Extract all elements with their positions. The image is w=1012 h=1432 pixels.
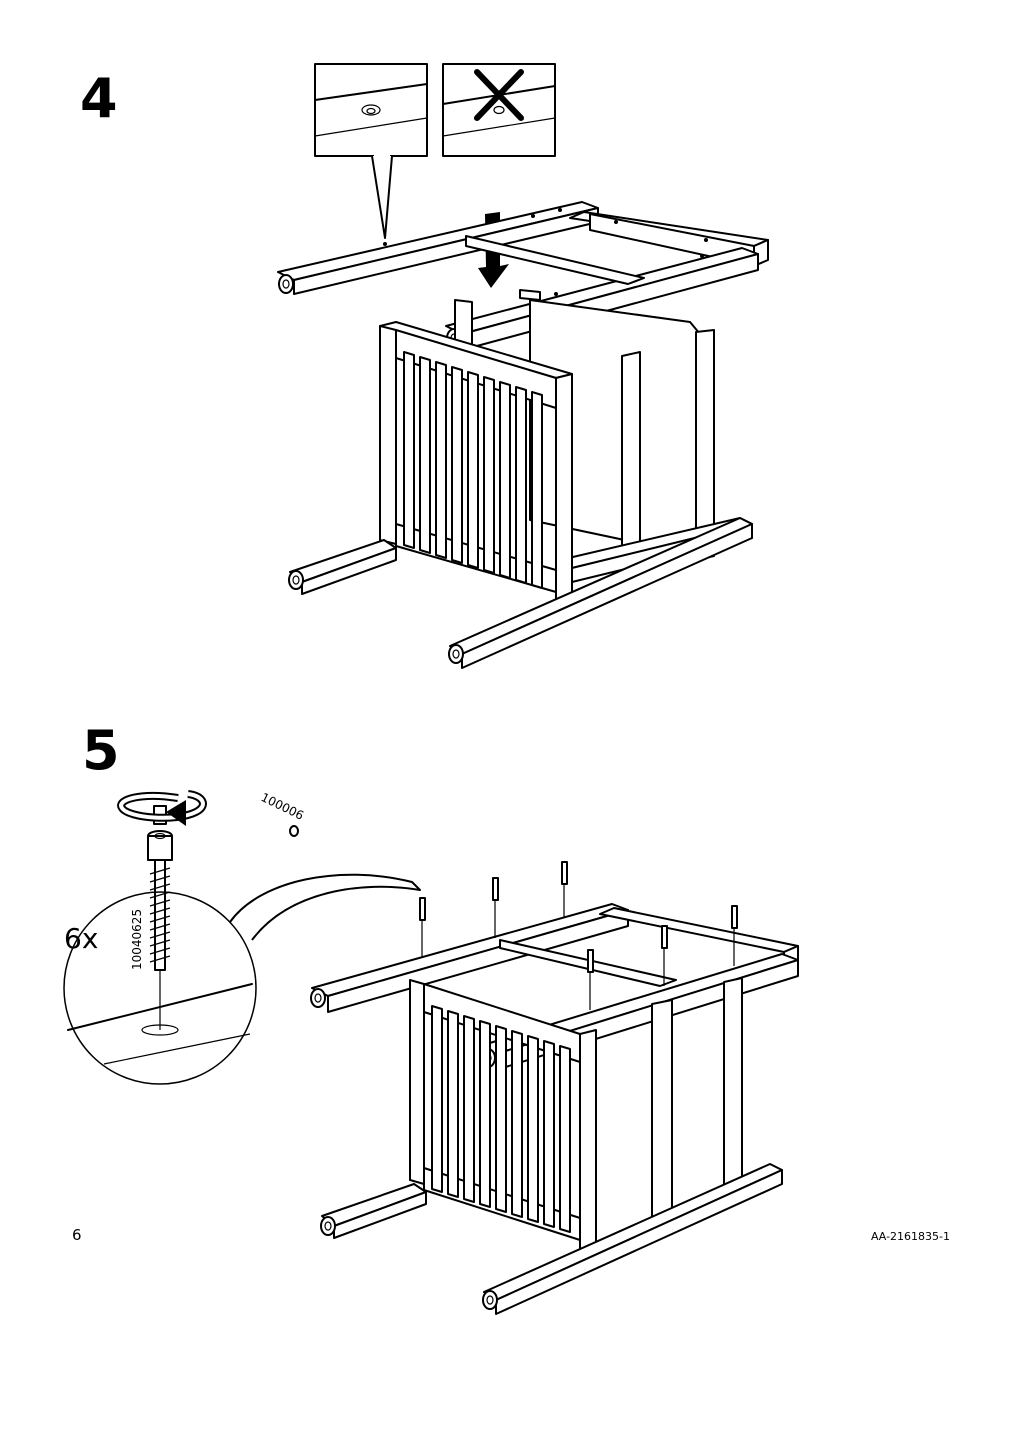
step-5-number: 5 [82, 719, 120, 782]
correct-orientation-detail [314, 63, 428, 239]
step-4-number: 4 [80, 67, 118, 130]
quantity-label: 6x [64, 922, 98, 955]
page-number: 6 [72, 1226, 82, 1244]
crib-body [288, 289, 753, 669]
allen-key-part-number: 100006 [259, 790, 306, 823]
crib-slats [403, 351, 543, 589]
incorrect-orientation-detail [442, 63, 556, 157]
cross-icon [474, 69, 524, 121]
screws-inserted [419, 861, 738, 1010]
detail-magnifier [63, 873, 421, 1085]
screw-icon [147, 830, 173, 1030]
assembled-crib [310, 861, 799, 1315]
screw-part-number: 10040625 [130, 909, 144, 970]
rotate-clockwise-icon [117, 790, 207, 826]
step-5-illustration: 100006 10040625 6x [63, 761, 799, 1315]
document-code: AA-2161835-1 [870, 1230, 950, 1243]
step-4-illustration [277, 63, 769, 669]
crib-slats-assembled [431, 1005, 571, 1233]
